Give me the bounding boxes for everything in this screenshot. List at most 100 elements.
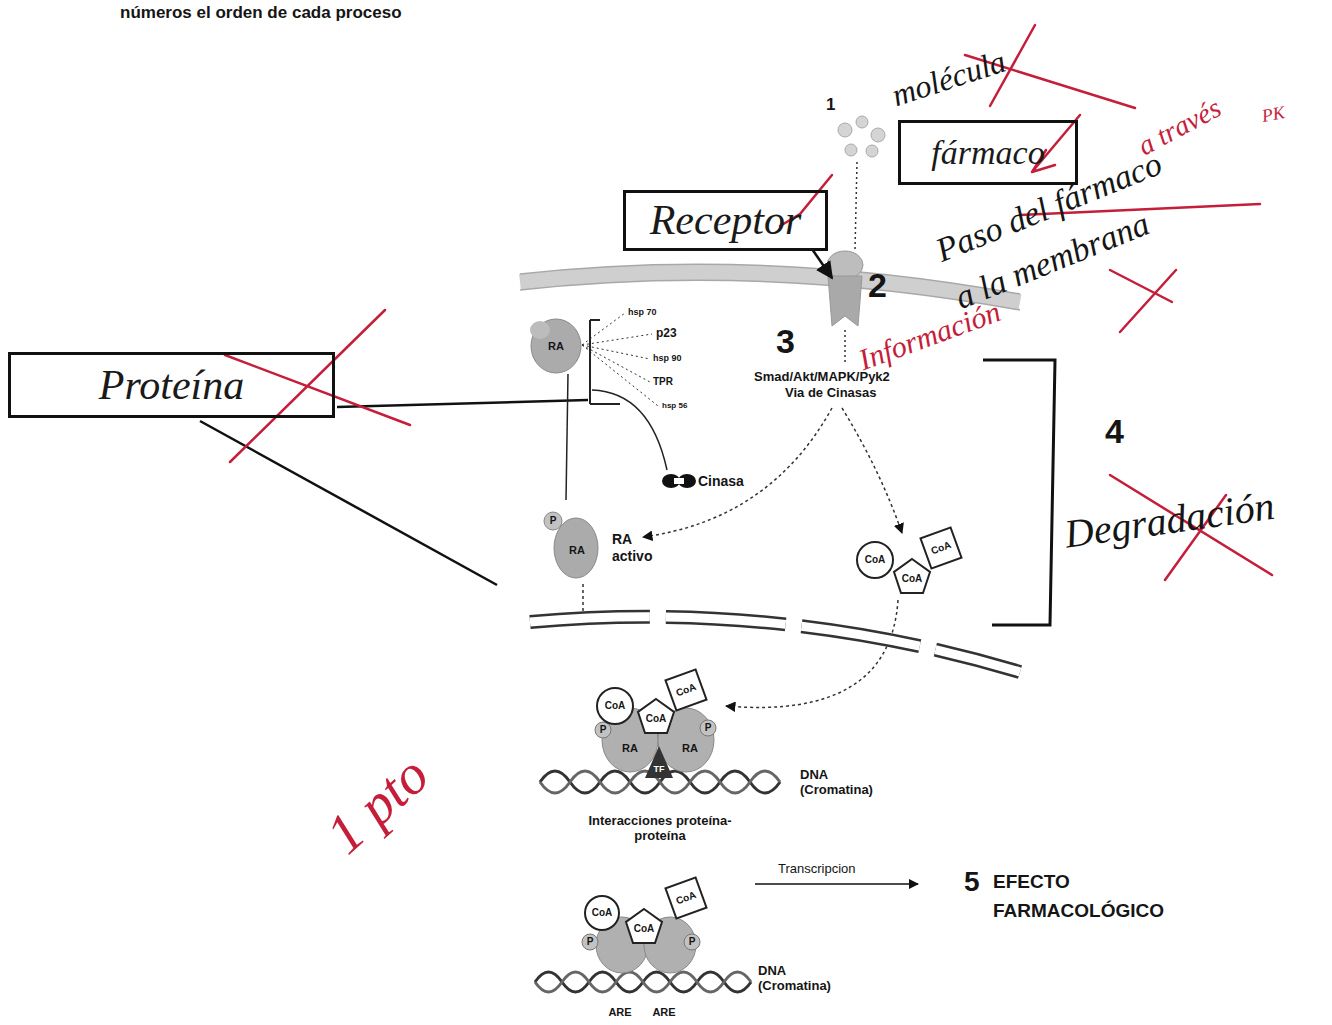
grading-marks <box>225 25 1272 580</box>
drug-molecules <box>845 144 857 156</box>
callout-number: 2 <box>868 266 887 305</box>
dna-complex <box>626 909 662 943</box>
coactivators-cytoplasm <box>857 542 893 578</box>
arrow-label: Transcripcion <box>778 862 856 877</box>
kinase-icon <box>662 474 696 488</box>
dna-complex <box>540 669 780 793</box>
answer-box: Proteína <box>8 352 335 418</box>
handwritten-note: molécula <box>887 43 1010 114</box>
receptor-icon <box>828 276 862 326</box>
protein-name: hsp 70 <box>628 307 657 317</box>
protein-name: TPR <box>653 376 673 388</box>
drug-molecules <box>871 128 885 142</box>
pathway-name: Smad/Akt/MAPK/Pyk2 <box>754 370 890 385</box>
kinase-icon <box>674 478 684 484</box>
receptor-icon <box>827 251 863 279</box>
answer-box: fármaco <box>898 120 1078 185</box>
coactivator-name: CoA <box>674 681 697 699</box>
coactivator-name: CoA <box>902 573 923 585</box>
protein-name: hsp 56 <box>662 401 687 410</box>
dna-complex <box>595 722 611 738</box>
dna-complex <box>684 934 700 950</box>
nuclear-membrane <box>530 617 1020 672</box>
phosphate-mark: P <box>550 515 557 527</box>
pathway-name: Via de Cinasas <box>785 386 877 401</box>
bracket <box>983 360 1055 625</box>
dna-complex <box>535 972 751 992</box>
dna-complex <box>700 720 716 736</box>
handwritten-answer: Receptor <box>650 197 802 243</box>
caption-text: Interacciones proteína-proteína <box>585 814 735 844</box>
protein-name: RA <box>569 544 585 557</box>
signal-arrows <box>842 408 902 533</box>
protein-name: RA <box>548 340 564 353</box>
protein-name: TF <box>654 764 665 774</box>
grade-mark: 1 pto <box>313 742 440 866</box>
protein-name: p23 <box>656 327 677 341</box>
coactivators-cytoplasm <box>894 559 930 593</box>
phosphate-mark: P <box>587 936 594 948</box>
handwritten-answer: fármaco <box>931 134 1044 171</box>
element-name: ARE <box>652 1006 675 1019</box>
coactivator-name: CoA <box>674 889 697 907</box>
phosphate-mark: P <box>600 724 607 736</box>
coactivator-name: CoA <box>605 700 626 712</box>
dna-complex <box>535 972 751 992</box>
callout-number: 5 <box>964 866 980 898</box>
dna-complex <box>597 688 633 724</box>
protein-name: hsp 90 <box>653 353 682 363</box>
cell-membrane <box>520 264 1020 310</box>
ar-protein-complex <box>531 319 581 373</box>
leader-lines <box>337 400 588 407</box>
dna-complex <box>582 934 598 950</box>
active-ar-icon <box>554 518 598 578</box>
heading-text: números el orden de cada proceso <box>120 3 402 23</box>
handwritten-note: PK <box>1260 102 1286 126</box>
dna-complex <box>535 877 751 992</box>
receptor-icon <box>844 330 846 364</box>
element-name: ARE <box>608 1006 631 1019</box>
ar-protein-complex <box>530 321 550 339</box>
handwritten-note: Información <box>854 294 1005 377</box>
callout-number: 4 <box>1105 412 1124 451</box>
ar-protein-complex <box>582 313 658 406</box>
signal-arrows <box>643 408 832 537</box>
signal-arrows <box>582 584 584 612</box>
enzyme-name: Cinasa <box>698 473 744 489</box>
protein-name: RA <box>682 742 698 755</box>
coactivator-name: CoA <box>929 539 952 557</box>
protein-name: RA activo <box>612 531 670 565</box>
effect-label: EFECTO FARMACOLÓGICO <box>993 868 1193 925</box>
callout-number: 3 <box>776 322 795 361</box>
coactivator-name: CoA <box>634 923 655 935</box>
transcription-arrow <box>755 884 918 885</box>
active-ar-icon <box>544 512 598 578</box>
nuclear-membrane <box>530 617 1020 672</box>
ar-protein-complex <box>530 313 667 500</box>
grading-marks <box>225 310 410 462</box>
dna-complex <box>585 896 619 930</box>
dna-label: DNA (Cromatina) <box>758 964 848 994</box>
leader-lines <box>812 249 832 278</box>
phosphate-mark: P <box>689 936 696 948</box>
protein-name: RA <box>622 742 638 755</box>
coactivator-name: CoA <box>646 713 667 725</box>
phosphate-mark: P <box>705 722 712 734</box>
callout-number: 1 <box>826 95 835 115</box>
ar-protein-complex <box>592 390 667 470</box>
dna-complex <box>645 746 673 778</box>
bracket <box>983 360 1055 625</box>
handwritten-note: Degradación <box>1062 483 1277 558</box>
active-ar-icon <box>544 512 562 530</box>
drug-molecules <box>838 123 852 137</box>
signal-arrows <box>583 408 902 707</box>
coactivator-name: CoA <box>592 907 613 919</box>
leader-lines <box>200 421 497 585</box>
coactivator-name: CoA <box>865 554 886 566</box>
drug-molecules <box>855 162 857 250</box>
transcription-arrow <box>755 883 918 885</box>
dna-complex <box>638 699 674 733</box>
drug-molecules <box>866 145 878 157</box>
dna-complex <box>665 877 706 918</box>
